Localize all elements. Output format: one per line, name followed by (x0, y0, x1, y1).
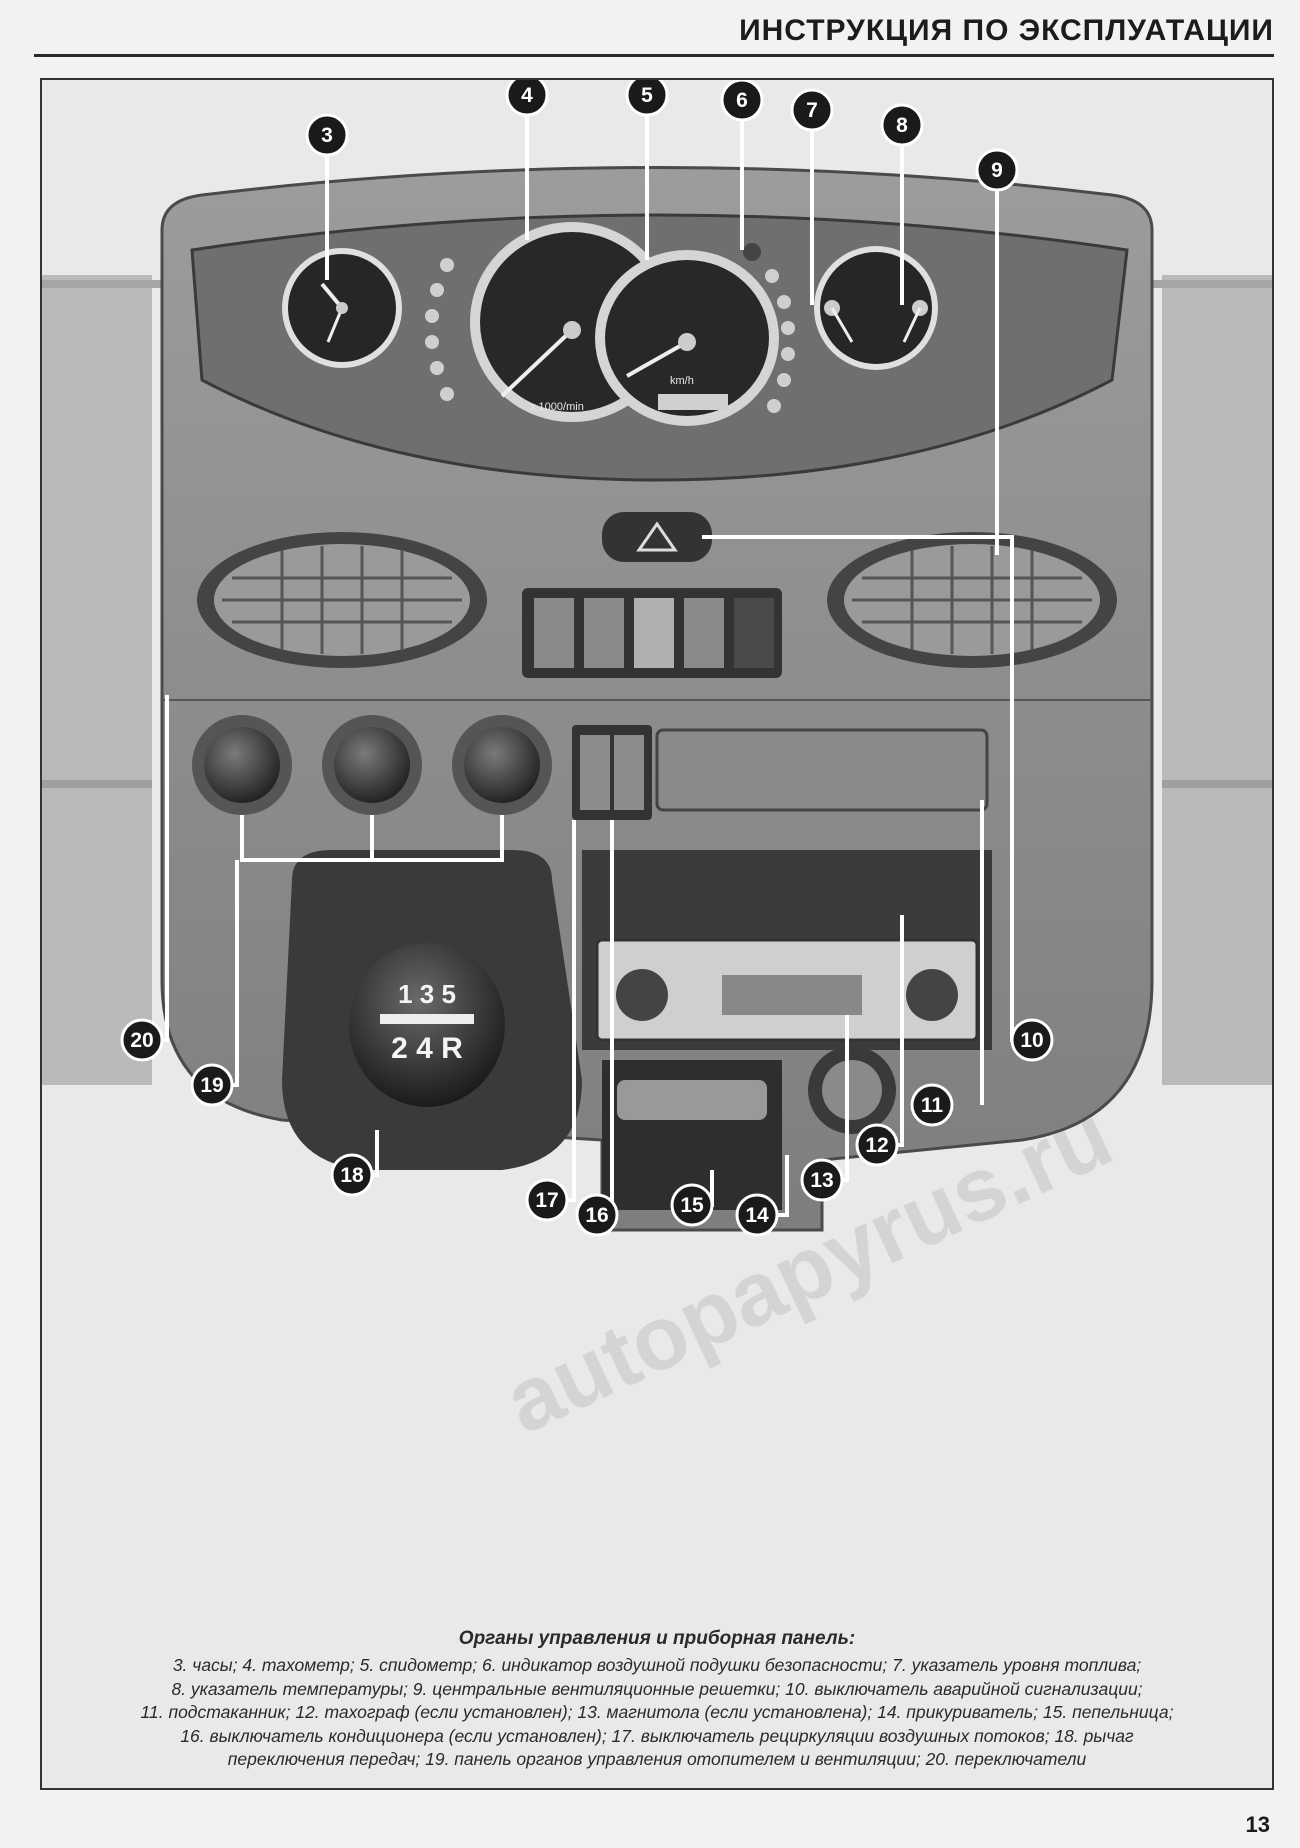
gearshift-top-row: 1 3 5 (398, 979, 456, 1009)
callout-marker (735, 1193, 779, 1237)
callout-marker (790, 88, 834, 132)
tachometer-unit: x 1000/min (530, 401, 584, 413)
caption-line: 8. указатель температуры; 9. центральные… (171, 1678, 1143, 1699)
callout-marker (670, 1183, 714, 1227)
gearshift-knob[interactable]: 1 3 5 2 4 R (349, 943, 505, 1107)
figure-caption: Органы управления и приборная панель: 3.… (42, 1628, 1272, 1772)
gearshift-bottom-row: 2 4 R (391, 1032, 463, 1065)
clock-gauge (282, 248, 402, 368)
page-header: ИНСТРУКЦИЯ ПО ЭКСПЛУАТАЦИИ (0, 0, 1300, 60)
callout-label: 3 (321, 124, 333, 147)
speedometer-unit: km/h (670, 375, 694, 387)
cup-holder[interactable] (655, 728, 989, 812)
callout-label: 18 (340, 1164, 364, 1187)
callout-marker (330, 1153, 374, 1197)
speedometer-gauge: km/h (595, 250, 779, 426)
callout-marker (720, 80, 764, 122)
callout-label: 10 (1020, 1029, 1043, 1052)
page-number: 13 (1245, 1812, 1270, 1837)
dashboard-right-wing (1162, 275, 1272, 1085)
callout-marker (800, 1158, 844, 1202)
fuel-temperature-gauge (814, 246, 938, 370)
callout-marker (910, 1083, 954, 1127)
caption-title: Органы управления и приборная панель: (458, 1628, 856, 1649)
switch-block[interactable] (522, 588, 782, 678)
callout-label: 16 (585, 1204, 608, 1227)
callout-label: 20 (130, 1029, 153, 1052)
caption-line: 16. выключатель кондиционера (если устан… (180, 1725, 1134, 1746)
callout-label: 14 (745, 1204, 769, 1227)
callout-label: 8 (896, 114, 908, 137)
warning-lamps-left (425, 258, 454, 401)
callout-marker (575, 1193, 619, 1237)
callout-label: 6 (736, 89, 748, 112)
callout-marker (855, 1123, 899, 1167)
air-vent-left[interactable] (197, 532, 487, 668)
callout-label: 11 (921, 1094, 944, 1117)
caption-line: 3. часы; 4. тахометр; 5. спидометр; 6. и… (172, 1655, 1142, 1675)
callout-label: 12 (865, 1134, 888, 1157)
callout-label: 5 (641, 84, 653, 107)
caption-line: переключения передач; 19. панель органов… (227, 1749, 1087, 1769)
callout-marker (190, 1063, 234, 1107)
callout-label: 19 (200, 1074, 223, 1097)
callout-label: 17 (535, 1189, 558, 1212)
callout-marker (525, 1178, 569, 1222)
callout-marker (120, 1018, 164, 1062)
callout-marker (1010, 1018, 1054, 1062)
hazard-switch[interactable] (602, 512, 712, 562)
callout-label: 13 (810, 1169, 833, 1192)
dashboard-left-wing (42, 275, 152, 1085)
callout-markers: 3 4 5 6 7 8 9 10 11 12 13 14 15 16 17 18 19 20 (120, 80, 1054, 1237)
cigarette-lighter[interactable] (808, 1046, 896, 1134)
radio-unit[interactable] (595, 938, 979, 1042)
heater-knobs[interactable] (192, 715, 552, 815)
callout-marker (305, 113, 349, 157)
callout-marker (505, 80, 549, 117)
callout-marker (625, 80, 669, 117)
callout-label: 7 (806, 99, 818, 122)
page-header-title: ИНСТРУКЦИЯ ПО ЭКСПЛУАТАЦИИ (739, 14, 1274, 47)
callout-marker (880, 103, 924, 147)
warning-lamps-right (765, 269, 795, 413)
air-vent-right[interactable] (827, 532, 1117, 668)
header-rule (34, 54, 1274, 57)
callout-label: 4 (521, 84, 533, 107)
caption-line: 11. подстаканник; 12. тахограф (если уст… (140, 1702, 1174, 1722)
callout-label: 9 (991, 159, 1003, 182)
callout-marker (975, 148, 1019, 192)
dashboard-illustration: x 1000/min km/h (42, 80, 1272, 1453)
callout-label: 15 (680, 1194, 704, 1217)
ac-recirculation-switches[interactable] (572, 725, 652, 820)
airbag-indicator (743, 243, 761, 261)
